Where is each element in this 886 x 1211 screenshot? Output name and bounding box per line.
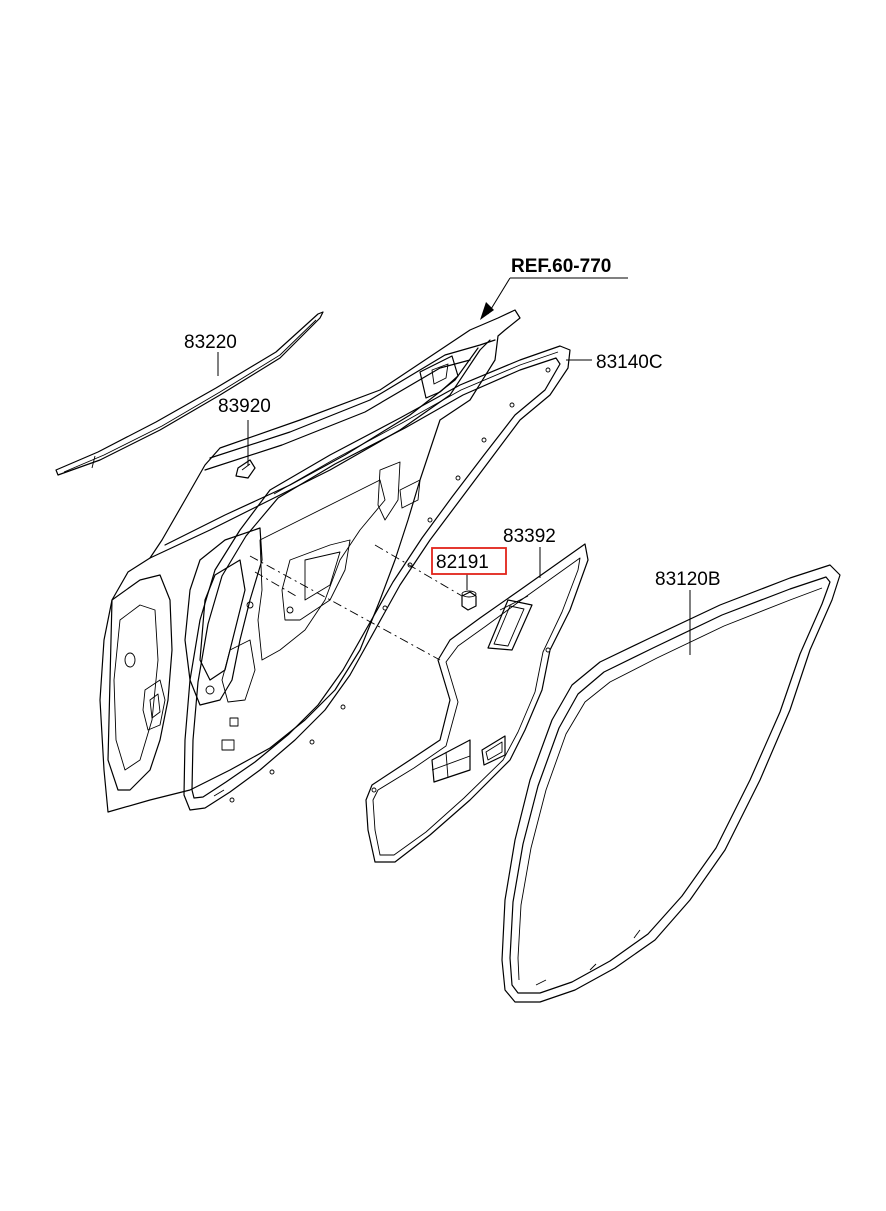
clip-drawing — [235, 459, 256, 479]
part-label-83920[interactable]: 83920 — [218, 396, 271, 417]
highlight-box — [431, 547, 507, 575]
sealing-cover-drawing — [365, 543, 589, 863]
door-weatherstrip-drawing — [183, 345, 571, 811]
belt-moulding-strip — [55, 311, 324, 476]
part-label-82191[interactable]: 82191 — [436, 552, 489, 573]
part-label-83220[interactable]: 83220 — [184, 332, 237, 353]
part-label-83120b[interactable]: 83120B — [655, 569, 721, 590]
door-panel-drawing — [99, 309, 521, 813]
ref-label: REF.60-770 — [511, 256, 611, 277]
leader-lines — [217, 277, 691, 655]
assembly-lines — [249, 544, 463, 661]
body-weatherstrip-drawing — [501, 564, 841, 1003]
part-label-83140c[interactable]: 83140C — [596, 352, 663, 373]
labels: REF.60-770 83220 83920 83140C 83392 8219… — [184, 256, 721, 590]
plug-grommet-drawing — [461, 590, 477, 611]
part-label-83392[interactable]: 83392 — [503, 526, 556, 547]
